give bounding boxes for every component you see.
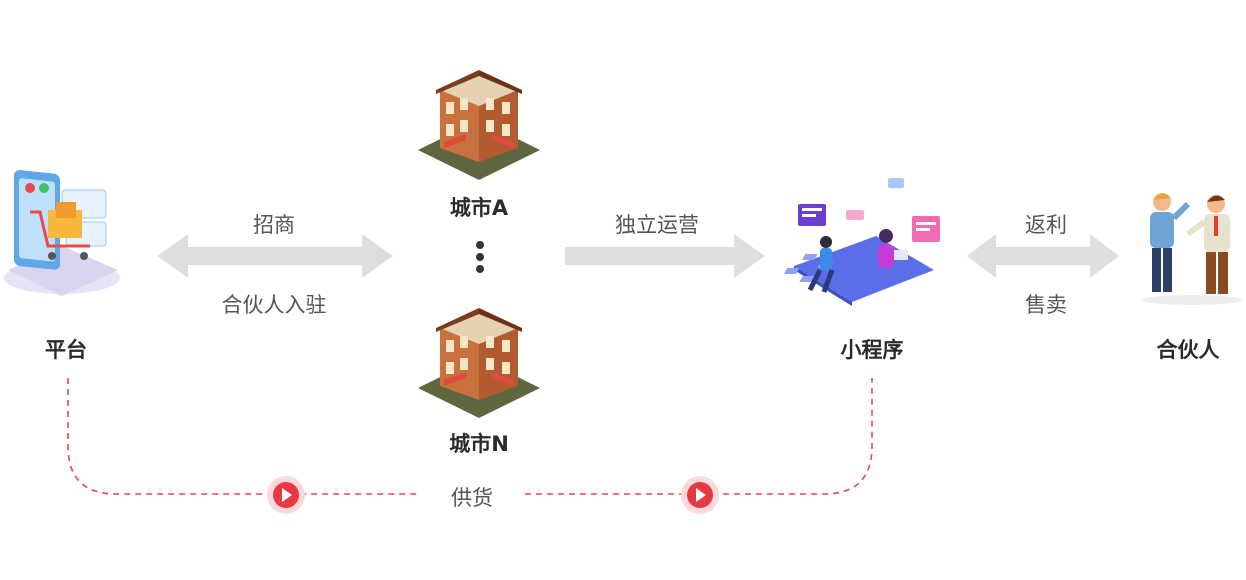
node-label-city-n: 城市N: [449, 432, 509, 456]
edge-label-rebate: 返利: [1025, 213, 1067, 237]
edge-label-supply: 供货: [451, 486, 493, 510]
edge-label-partner-join: 合伙人入驻: [221, 293, 327, 317]
node-label-city-a: 城市A: [449, 196, 509, 220]
edge-label-sell: 售卖: [1025, 293, 1067, 317]
ellipsis-dot: [476, 253, 484, 261]
supply-dashed-path-right: [525, 378, 873, 495]
edge-label-operate: 独立运营: [615, 213, 699, 237]
play-icon: [681, 476, 719, 514]
ellipsis-dot: [476, 241, 484, 249]
ellipsis-dot: [476, 265, 484, 273]
city-n-building-icon: [418, 308, 540, 418]
edge-label-recruit: 招商: [253, 213, 295, 237]
double-arrow-platform-city: [157, 234, 393, 278]
node-label-mini-program: 小程序: [840, 338, 904, 362]
supply-dashed-path: [67, 378, 420, 495]
node-label-platform: 平台: [45, 338, 87, 362]
partner-people-icon: [1142, 193, 1242, 305]
double-arrow-miniprogram-partner: [967, 234, 1119, 278]
node-label-partner: 合伙人: [1156, 338, 1220, 362]
city-a-building-icon: [418, 70, 540, 180]
platform-shopping-icon: [4, 170, 120, 296]
arrow-city-miniprogram: [565, 234, 765, 278]
play-icon: [267, 476, 305, 514]
mini-program-illustration-icon: [784, 178, 940, 306]
